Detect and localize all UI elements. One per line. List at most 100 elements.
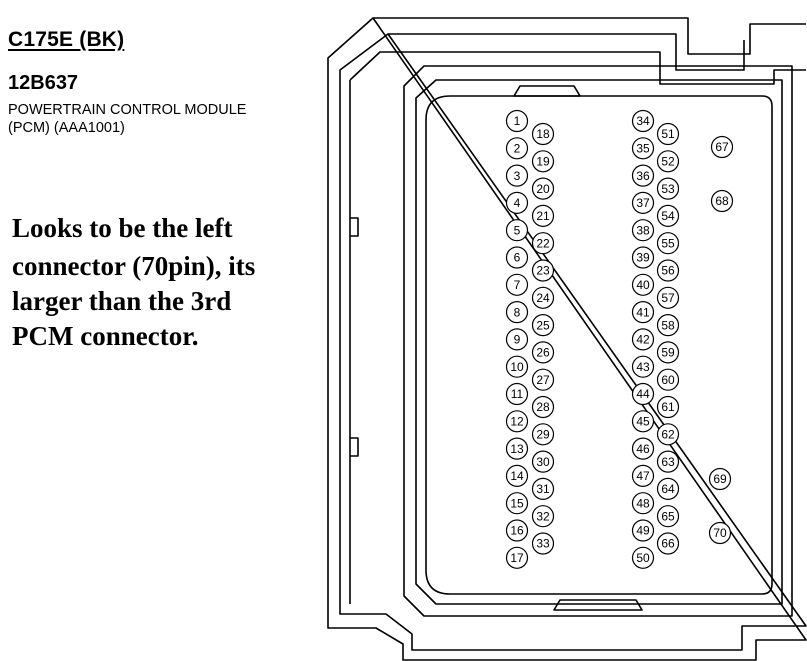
pin-59-circle xyxy=(656,341,680,364)
pin-15-circle xyxy=(505,492,529,515)
pin-52-label: 52 xyxy=(661,155,675,169)
pin-30-circle xyxy=(531,450,555,473)
pin-23-circle xyxy=(531,259,555,282)
pin-25-circle xyxy=(531,314,555,337)
pin-4-circle xyxy=(505,191,529,214)
pin-70-label: 70 xyxy=(713,526,727,540)
pin-14-label: 14 xyxy=(510,469,524,483)
pin-50-label: 50 xyxy=(636,551,650,565)
pin-19-label: 19 xyxy=(536,155,550,169)
pin-61-label: 61 xyxy=(661,400,675,414)
pin-16-circle xyxy=(505,519,529,542)
pin-53-label: 53 xyxy=(661,182,675,196)
note-line-1: Looks to be the left xyxy=(12,213,233,243)
pin-66-label: 66 xyxy=(661,537,675,551)
pin-42-label: 42 xyxy=(636,333,650,347)
pin-61-circle xyxy=(656,395,680,419)
pin-63-circle xyxy=(656,450,680,473)
pin-6-circle xyxy=(505,246,529,269)
pin-40-label: 40 xyxy=(636,278,650,292)
pin-10-label: 10 xyxy=(510,360,524,374)
pin-48-label: 48 xyxy=(636,496,650,510)
pin-37-circle xyxy=(631,191,655,214)
pin-20-label: 20 xyxy=(536,182,550,196)
pin-2-label: 2 xyxy=(514,142,521,156)
housing-second-outline xyxy=(339,33,807,651)
pin-69-circle xyxy=(708,467,732,491)
connector-id: C175E (BK) xyxy=(8,28,125,51)
pin-31-label: 31 xyxy=(536,482,550,496)
pin-60-label: 60 xyxy=(661,373,675,387)
pin-22-label: 22 xyxy=(536,236,550,250)
pin-66-circle xyxy=(656,532,680,555)
top-latch-notch xyxy=(513,85,581,97)
pin-22-circle xyxy=(531,232,555,255)
pin-62-circle xyxy=(656,423,680,446)
pin-5-circle xyxy=(505,219,529,242)
pin-45-label: 45 xyxy=(636,415,650,429)
housing-outer-outline xyxy=(327,17,807,661)
pin-52-circle xyxy=(656,150,680,173)
pin-46-circle xyxy=(631,437,655,460)
pin-14-circle xyxy=(505,464,529,487)
pin-45-circle xyxy=(631,410,655,433)
pin-42-circle xyxy=(631,328,655,351)
pin-46-label: 46 xyxy=(636,442,650,456)
pin-11-label: 11 xyxy=(511,387,524,401)
pin-12-label: 12 xyxy=(510,415,524,429)
pin-39-circle xyxy=(631,246,655,269)
pin-11-circle xyxy=(505,382,529,406)
pin-65-label: 65 xyxy=(661,509,675,523)
pin-57-label: 57 xyxy=(661,291,675,305)
pin-30-label: 30 xyxy=(536,455,550,469)
pin-33-label: 33 xyxy=(536,537,550,551)
pin-28-label: 28 xyxy=(536,400,550,414)
note-line-4: PCM connector. xyxy=(12,321,199,351)
pin-13-circle xyxy=(505,437,529,460)
pin-65-circle xyxy=(656,505,680,528)
pin-12-circle xyxy=(505,410,529,433)
pin-27-label: 27 xyxy=(536,373,550,387)
pin-9-label: 9 xyxy=(514,333,521,347)
pin-63-label: 63 xyxy=(661,455,675,469)
bottom-latch-notch xyxy=(553,599,643,611)
pin-18-circle xyxy=(531,122,555,146)
pin-31-circle xyxy=(531,477,555,500)
left-locking-tab-upper xyxy=(350,217,359,237)
pin-67-circle xyxy=(710,135,734,159)
pin-57-circle xyxy=(656,286,680,309)
pin-43-label: 43 xyxy=(636,360,650,374)
pin-67-label: 67 xyxy=(715,140,729,154)
pin-17-label: 17 xyxy=(510,551,524,565)
pin-54-label: 54 xyxy=(661,209,675,223)
pin-41-circle xyxy=(631,301,655,324)
pin-34-circle xyxy=(631,109,655,133)
pin-3-circle xyxy=(505,164,529,187)
pin-15-label: 15 xyxy=(510,496,524,510)
part-number: 12B637 xyxy=(8,72,79,94)
pin-49-label: 49 xyxy=(636,524,650,538)
pin-68-circle xyxy=(710,189,734,213)
pin-5-label: 5 xyxy=(514,223,521,237)
pin-layout: 1234567891011121314151617181920212223242… xyxy=(505,109,734,569)
pin-39-label: 39 xyxy=(636,251,650,265)
pin-1-circle xyxy=(505,109,529,133)
note-line-3: larger than the 3rd xyxy=(12,286,232,316)
pin-41-label: 41 xyxy=(636,305,650,319)
pin-54-circle xyxy=(656,204,680,227)
pin-20-circle xyxy=(531,177,555,200)
pin-59-label: 59 xyxy=(661,346,675,360)
pin-64-circle xyxy=(656,477,680,500)
pin-36-label: 36 xyxy=(636,169,650,183)
pin-2-circle xyxy=(505,137,529,160)
pin-3-label: 3 xyxy=(514,169,521,183)
pin-26-label: 26 xyxy=(536,346,550,360)
pin-6-label: 6 xyxy=(514,251,521,265)
pin-38-label: 38 xyxy=(636,223,650,237)
pin-21-label: 21 xyxy=(536,209,550,223)
pin-10-circle xyxy=(505,355,529,378)
pin-32-circle xyxy=(531,505,555,528)
pin-33-circle xyxy=(531,532,555,555)
pin-16-label: 16 xyxy=(510,524,524,538)
pin-8-circle xyxy=(505,301,529,324)
